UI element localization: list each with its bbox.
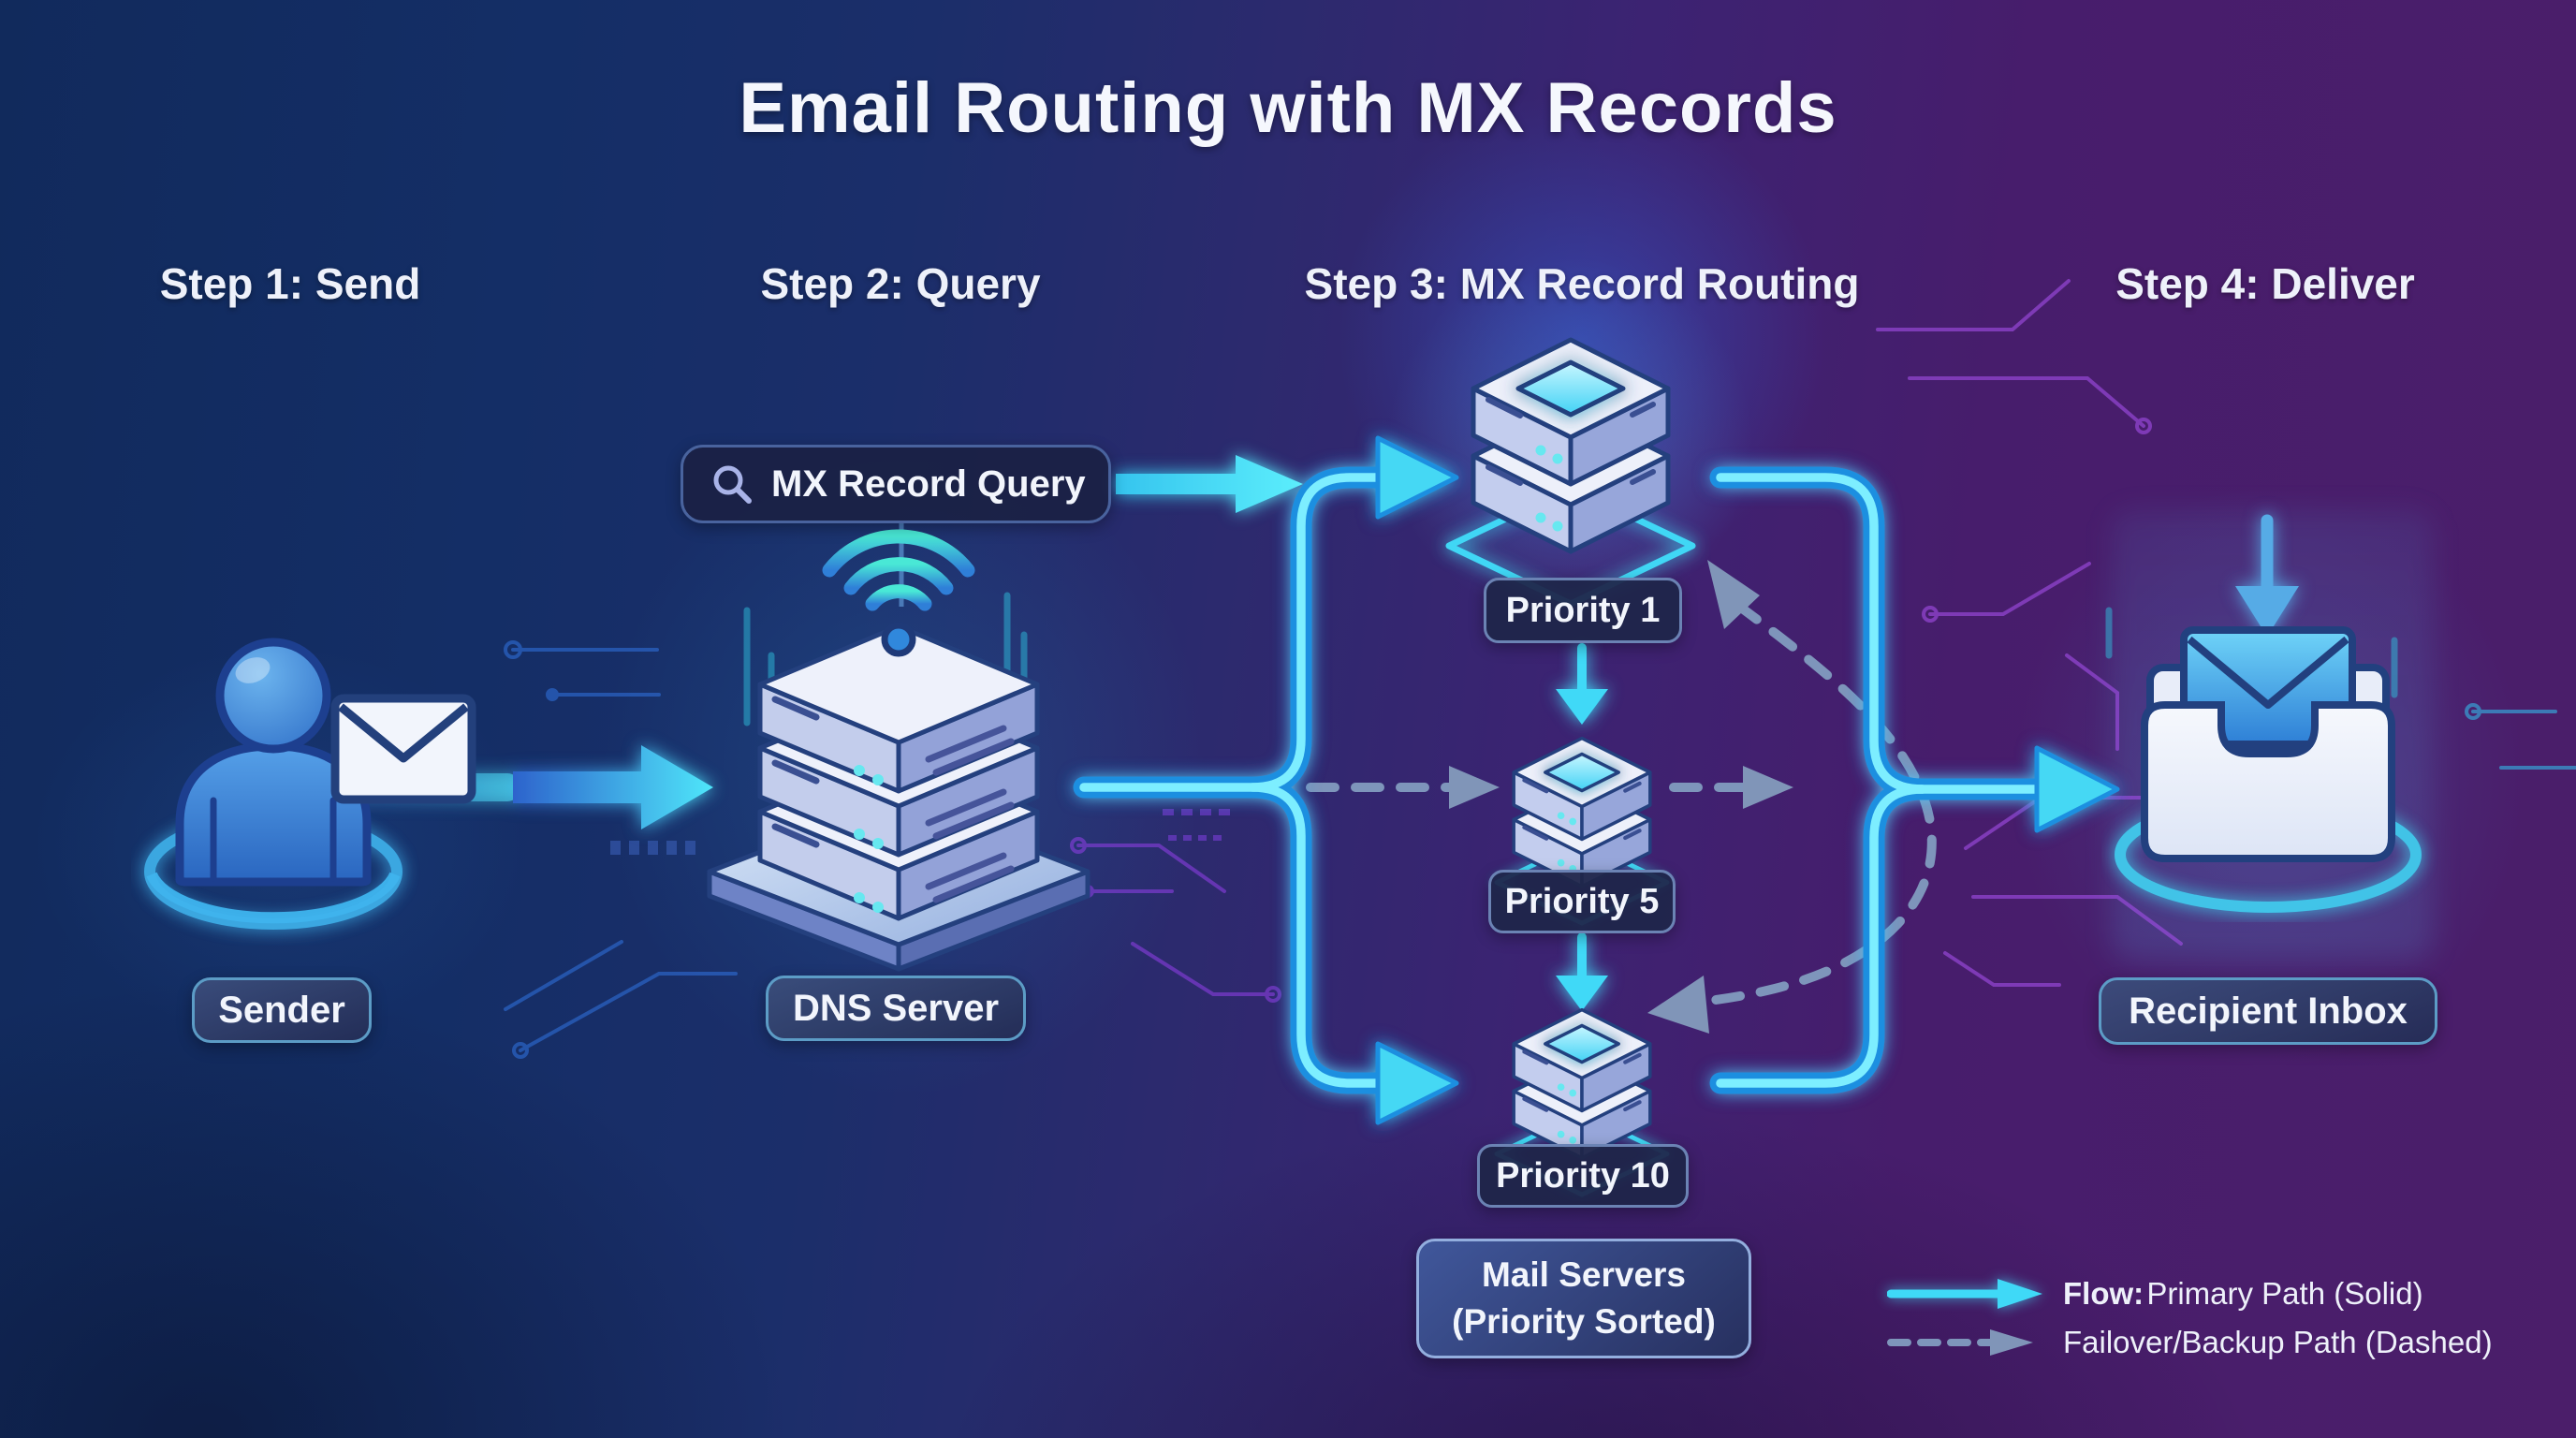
failover-dashed-path [1306,600,1937,1006]
dns-server-label-pill: DNS Server [766,976,1026,1041]
priority1-server-icon [1445,337,1696,608]
priority5-server-icon [1494,736,1670,926]
search-icon [713,465,752,504]
failover-arrowheads [1449,560,1793,1034]
step-3-header: Step 3: MX Record Routing [1304,259,1860,308]
sender-arrow [513,745,713,829]
wifi-icon [822,529,975,611]
mx-query-label: MX Record Query [771,462,1086,505]
legend-flow-bold: Flow: [2063,1276,2144,1311]
mx-query-arrow [1116,455,1303,513]
sender-label: Sender [218,989,345,1031]
legend-failover-row: Failover/Backup Path (Dashed) [1887,1318,2493,1367]
legend-primary-row: Flow: Primary Path (Solid) [1887,1269,2493,1318]
mail-servers-caption-box: Mail Servers (Priority Sorted) [1416,1239,1751,1358]
priority-5-label: Priority 5 [1504,881,1660,921]
page-title: Email Routing with MX Records [739,68,1837,148]
priority-10-badge: Priority 10 [1477,1144,1689,1208]
sender-person-icon [144,638,476,930]
legend: Flow: Primary Path (Solid) Failover/Back… [1887,1269,2493,1367]
inbox-tray-icon [2115,626,2422,913]
priority-1-badge: Priority 1 [1484,578,1682,643]
priority-10-label: Priority 10 [1496,1155,1670,1196]
priority10-server-icon [1494,1007,1670,1197]
envelope-icon [2180,626,2356,748]
solid-arrow-icon [1887,1279,2042,1309]
legend-failover-label: Failover/Backup Path (Dashed) [2063,1325,2493,1359]
recipient-inbox-label: Recipient Inbox [2129,990,2408,1032]
envelope-icon [330,694,476,804]
priority-5-badge: Priority 5 [1488,870,1676,933]
legend-flow-rest: Primary Path (Solid) [2146,1276,2423,1311]
step-4-header: Step 4: Deliver [2115,259,2415,308]
dns-server-label: DNS Server [792,987,1000,1029]
sender-label-pill: Sender [192,977,372,1043]
priority-1-label: Priority 1 [1505,590,1661,630]
recipient-inbox-label-pill: Recipient Inbox [2099,977,2437,1045]
mail-servers-caption-line1: Mail Servers [1481,1255,1687,1295]
step-2-header: Step 2: Query [760,259,1041,308]
mx-record-query-box: MX Record Query [681,445,1111,523]
step-1-header: Step 1: Send [159,259,421,308]
primary-path [286,435,2299,1125]
dashed-arrow-icon [1887,1329,2033,1356]
dns-server-icon [707,529,1090,972]
mail-servers-caption-line2: (Priority Sorted) [1452,1302,1716,1341]
